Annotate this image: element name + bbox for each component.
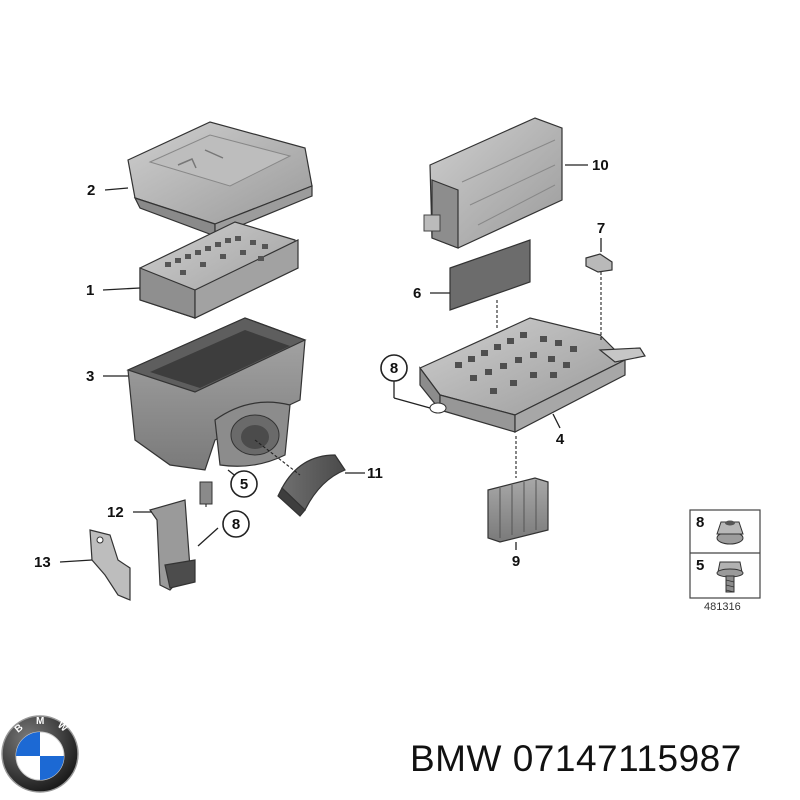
callout-6: 6 <box>413 285 421 302</box>
callout-5: 5 <box>240 476 248 493</box>
callout-4: 4 <box>556 431 565 448</box>
drawing-number: 481316 <box>704 601 741 613</box>
callout-1: 1 <box>86 282 94 299</box>
bracket-part <box>149 481 213 591</box>
leader-lines <box>59 164 602 563</box>
callout-8-circle-top: 8 <box>380 354 408 382</box>
callout-8-circle-bottom: 8 <box>222 510 250 538</box>
screw-icon <box>716 561 744 593</box>
part-caption: BMW 07147115987 <box>410 738 742 780</box>
connector-part <box>487 477 549 543</box>
grommet-part <box>277 454 346 517</box>
caption-part-number: 07147115987 <box>512 738 742 779</box>
housing-part <box>126 317 307 471</box>
callout-8a: 8 <box>390 360 398 377</box>
callout-10: 10 <box>592 157 609 174</box>
callout-13: 13 <box>34 554 51 571</box>
callout-9: 9 <box>512 553 520 570</box>
control-unit-part <box>423 117 563 249</box>
bmw-logo: B M W <box>1 715 79 793</box>
callout-5-circle: 5 <box>230 470 258 498</box>
callout-3: 3 <box>86 368 94 385</box>
callout-7: 7 <box>597 220 605 237</box>
callout-12: 12 <box>107 504 124 521</box>
caption-brand: BMW <box>410 738 502 779</box>
holder-part <box>89 529 131 601</box>
clip-part <box>585 253 613 273</box>
svg-text:M: M <box>36 716 44 727</box>
fastener-legend: 8 5 481316 <box>689 509 761 613</box>
legend-item-8: 8 <box>696 514 704 531</box>
foil-part <box>449 239 531 311</box>
callout-8b: 8 <box>232 516 240 533</box>
nut-icon <box>716 520 744 545</box>
legend-item-5: 5 <box>696 557 704 574</box>
fuse-module-part <box>139 221 299 319</box>
callout-2: 2 <box>87 182 95 199</box>
fuse-carrier-part <box>419 317 646 433</box>
cover-part <box>127 121 313 237</box>
callout-11: 11 <box>367 465 383 482</box>
